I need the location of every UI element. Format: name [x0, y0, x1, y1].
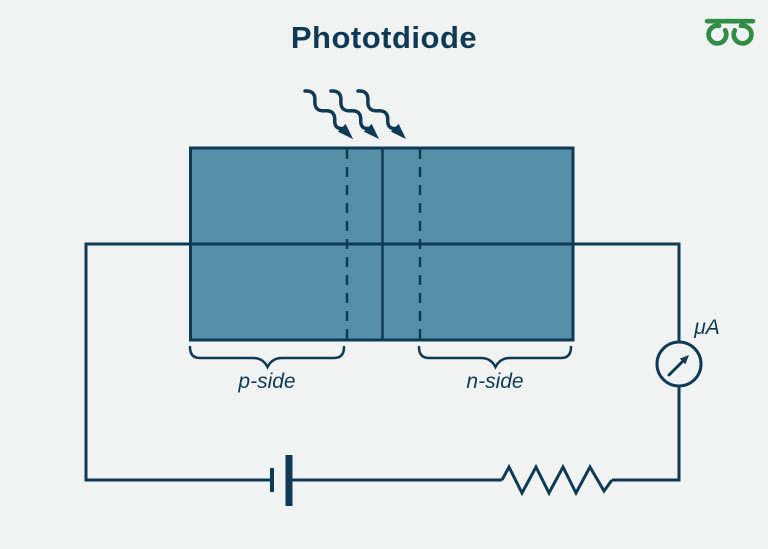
ammeter-unit-label: μA [693, 316, 720, 339]
p-side-label: p-side [237, 370, 295, 393]
geeksforgeeks-logo-svg [704, 18, 756, 46]
figure-title: Phototdiode [290, 20, 478, 55]
logo-right-ring [731, 23, 754, 46]
wire-ammeter-to-diode [573, 242, 681, 342]
n-side-brace [417, 345, 573, 370]
light-rays [303, 89, 407, 140]
wire-left-loop [84, 242, 270, 482]
light-ray-icon [303, 89, 354, 140]
logo-left-ring [706, 23, 729, 46]
p-side-brace [188, 345, 346, 370]
light-ray-icon [356, 89, 407, 140]
resistor-symbol [500, 463, 614, 497]
light-ray-icon [329, 89, 380, 140]
n-side-label: n-side [466, 370, 523, 393]
ammeter-needle [667, 359, 685, 377]
wire-resistor-to-ammeter [612, 386, 681, 482]
geeksforgeeks-logo-icon [704, 12, 756, 48]
ammeter-needle-arrowhead [679, 355, 689, 365]
